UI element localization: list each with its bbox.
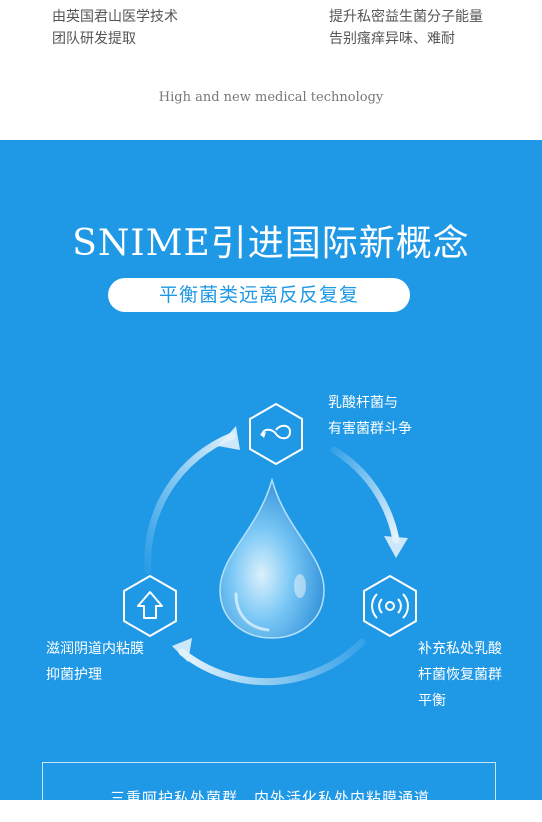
summary-box: 三重呵护私处菌群，内外活化私处内粘膜通道 bbox=[42, 762, 496, 822]
feature-left-line-1: 由英国君山医学技术 bbox=[52, 9, 178, 25]
tagline: High and new medical technology bbox=[158, 90, 384, 105]
cycle-top-line-1: 乳酸杆菌与 bbox=[328, 395, 398, 411]
cycle-right-line-2: 杆菌恢复菌群 bbox=[418, 667, 502, 683]
concept-subtitle-pill: 平衡菌类远离反反复复 bbox=[108, 278, 410, 312]
cycle-left-line-1: 滋润阴道内粘膜 bbox=[46, 641, 144, 657]
concept-section bbox=[0, 140, 542, 800]
cycle-label-left: 滋润阴道内粘膜 抑菌护理 bbox=[46, 636, 144, 688]
infinity-loop-icon bbox=[249, 402, 303, 466]
feature-left-line-2: 团队研发提取 bbox=[52, 31, 136, 47]
summary-text: 三重呵护私处菌群，内外活化私处内粘膜通道 bbox=[109, 789, 430, 807]
intro-section: 由英国君山医学技术 团队研发提取 提升私密益生菌分子能量 告别瘙痒异味、难耐 H… bbox=[0, 0, 542, 140]
cycle-right-line-3: 平衡 bbox=[418, 693, 446, 709]
cycle-diagram bbox=[123, 402, 417, 686]
feature-right-line-1: 提升私密益生菌分子能量 bbox=[329, 9, 483, 25]
cycle-top-line-2: 有害菌群斗争 bbox=[328, 421, 412, 437]
cycle-label-right: 补充私处乳酸 杆菌恢复菌群 平衡 bbox=[418, 636, 502, 714]
concept-headline: SNIME引进国际新概念 bbox=[72, 223, 470, 264]
signal-waves-icon bbox=[363, 574, 417, 638]
cycle-right-line-1: 补充私处乳酸 bbox=[418, 641, 502, 657]
feature-text-right: 提升私密益生菌分子能量 告别瘙痒异味、难耐 bbox=[329, 6, 483, 50]
up-arrow-icon bbox=[123, 574, 177, 638]
water-drop-icon bbox=[219, 477, 325, 639]
feature-text-left: 由英国君山医学技术 团队研发提取 bbox=[52, 6, 178, 50]
cycle-arrows bbox=[144, 426, 408, 686]
cycle-left-line-2: 抑菌护理 bbox=[46, 667, 102, 683]
feature-right-line-2: 告别瘙痒异味、难耐 bbox=[329, 31, 455, 47]
cycle-label-top: 乳酸杆菌与 有害菌群斗争 bbox=[328, 390, 412, 442]
